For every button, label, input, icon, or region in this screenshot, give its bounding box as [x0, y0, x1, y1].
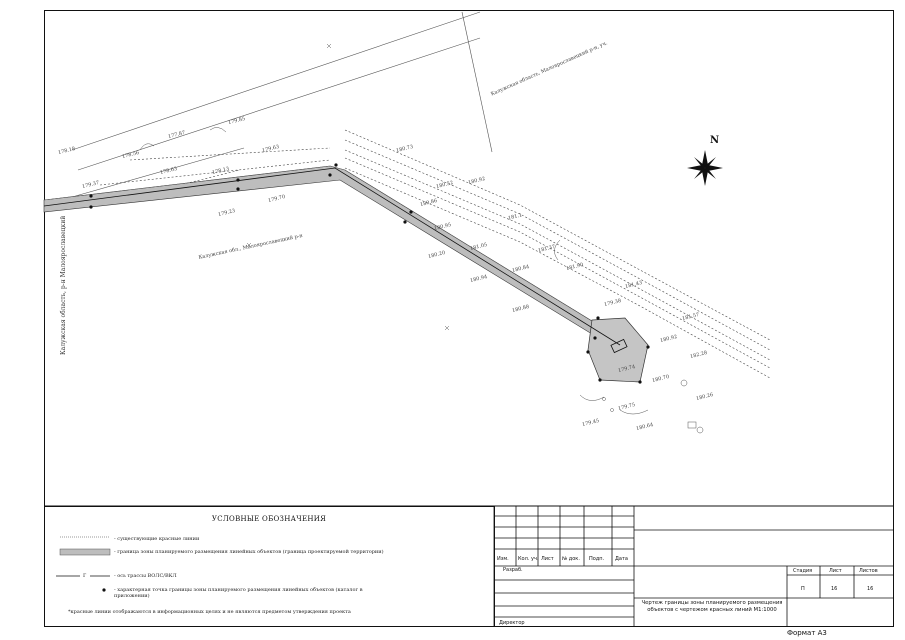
stamp-role-developer: Разраб.: [503, 567, 523, 573]
legend-item-point: - характерная точка границы зоны планиру…: [114, 587, 363, 599]
stamp-header-list: Лист: [541, 556, 554, 562]
stamp-stage-value: П: [801, 586, 805, 592]
drawing-title: Чертеж границы зоны планируемого размеще…: [641, 600, 783, 613]
track-axis: [43, 167, 621, 346]
legend-item-red-lines: - существующие красные линии: [114, 536, 200, 542]
legend-title: УСЛОВНЫЕ ОБОЗНАЧЕНИЯ: [211, 515, 327, 523]
north-arrow-icon: [687, 150, 723, 186]
boundary-points: [89, 163, 650, 384]
legend-panel: УСЛОВНЫЕ ОБОЗНАЧЕНИЯ - существующие крас…: [44, 506, 494, 627]
title-block: Изм. Кол. уч. Лист № док. Подп. Дата Раз…: [494, 506, 894, 627]
stamp-sheet-header: Лист: [829, 568, 842, 574]
stamp-role-director: Директор: [499, 620, 525, 626]
stamp-header-data: Дата: [615, 556, 628, 562]
stamp-sheet-value: 16: [831, 586, 838, 592]
stamp-header-izm: Изм.: [497, 556, 509, 562]
legend-item-zone: - граница зоны планируемого размещения л…: [114, 549, 384, 555]
drawing-frame: [44, 10, 894, 627]
format-label: Формат А3: [787, 629, 827, 637]
stamp-stage-header: Стадия: [793, 568, 813, 574]
stamp-sheets-value: 16: [867, 586, 874, 592]
stamp-header-podp: Подп.: [589, 556, 605, 562]
boundary-note-vertical: Калужская область, р-н Малоярославецкий: [60, 215, 67, 355]
planning-zone-band: [43, 165, 611, 343]
legend-symbols: [56, 536, 111, 592]
survey-marks: [139, 43, 704, 434]
legend-footnote: *красные линии отображаются в информацио…: [68, 609, 351, 615]
stamp-grid: [493, 506, 894, 627]
legend-item-axis: - ось трассы ВОЛС/ВКЛ: [114, 573, 177, 579]
stamp-header-doc: № док.: [562, 556, 580, 562]
north-label: N: [710, 135, 720, 146]
stamp-sheets-header: Листов: [859, 568, 878, 574]
stamp-header-kol: Кол. уч.: [518, 556, 539, 562]
legend-item-axis-marker: Г: [83, 573, 87, 579]
background-thin-lines: [43, 11, 493, 206]
